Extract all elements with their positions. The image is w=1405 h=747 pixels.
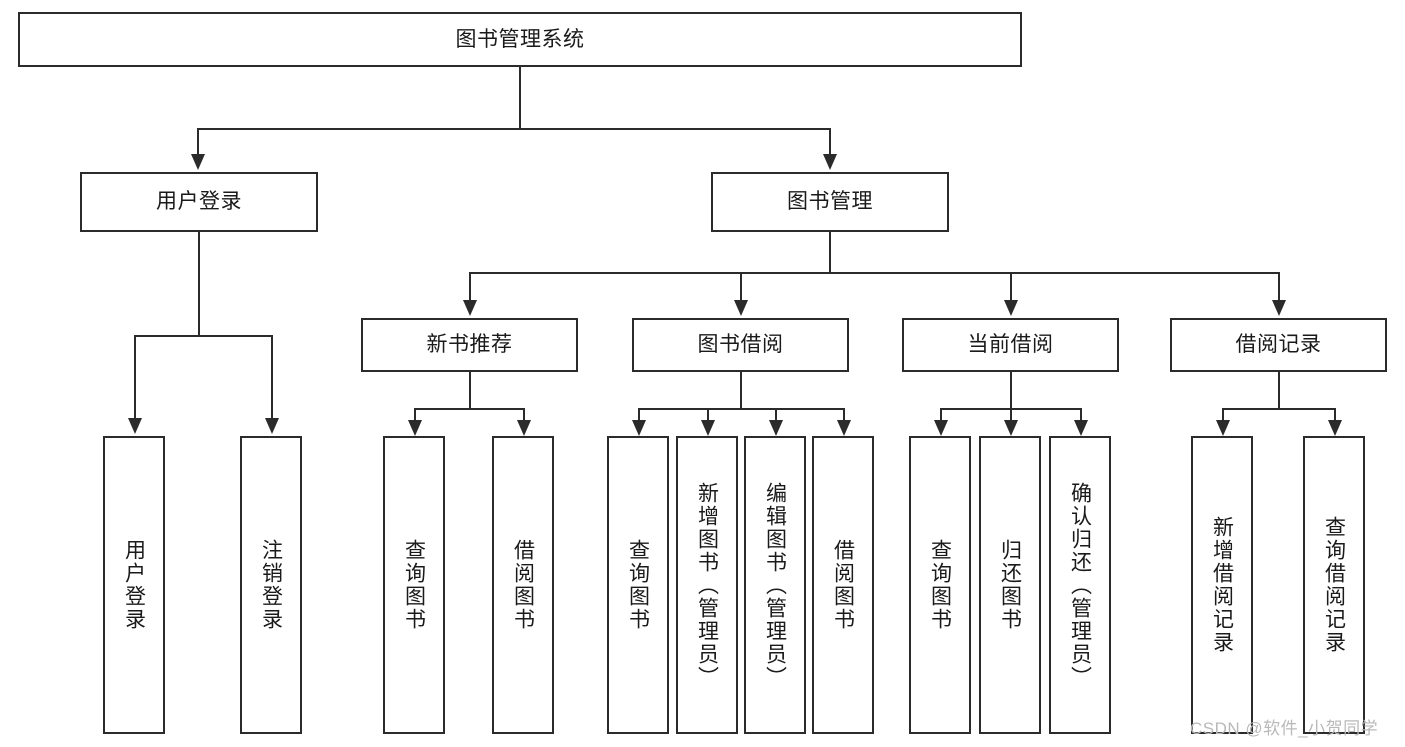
edge-book-borrow-stem bbox=[740, 372, 742, 408]
node-label: 图书借阅 bbox=[697, 333, 784, 357]
node-label: 新增借阅记录 bbox=[1210, 516, 1234, 654]
edge-user-login-stem bbox=[198, 232, 200, 335]
edge-new-book-bar bbox=[414, 408, 524, 410]
edge-user-login-bar bbox=[134, 335, 272, 337]
node-new-book-recommend[interactable]: 新书推荐 bbox=[361, 318, 578, 372]
leaf-current-borrow-2[interactable]: 确认归还（管理员） bbox=[1049, 436, 1111, 734]
edge-borrow-record-to-leaf-0 bbox=[1222, 408, 1224, 422]
leaf-borrow-record-0[interactable]: 新增借阅记录 bbox=[1191, 436, 1253, 734]
arrow-current-borrow-to-leaf-1 bbox=[1004, 420, 1018, 436]
edge-book-borrow-to-leaf-2 bbox=[775, 408, 777, 422]
arrow-borrow-record-to-leaf-1 bbox=[1328, 420, 1342, 436]
node-user-login[interactable]: 用户登录 bbox=[80, 172, 318, 232]
edge-borrow-record-to-leaf-1 bbox=[1334, 408, 1336, 422]
node-root-system[interactable]: 图书管理系统 bbox=[18, 12, 1022, 67]
node-label: 查询图书 bbox=[402, 539, 426, 631]
edge-book-mgmt-to-l3-1 bbox=[740, 272, 742, 302]
leaf-new-book-1[interactable]: 借阅图书 bbox=[492, 436, 554, 734]
arrow-user-login-to-leaf-1 bbox=[265, 418, 279, 434]
arrow-book-borrow-to-leaf-3 bbox=[837, 420, 851, 436]
node-label: 归还图书 bbox=[998, 539, 1022, 631]
arrow-book-mgmt-to-l3-2 bbox=[1004, 300, 1018, 316]
leaf-book-borrow-3[interactable]: 借阅图书 bbox=[812, 436, 874, 734]
arrow-borrow-record-to-leaf-0 bbox=[1216, 420, 1230, 436]
leaf-current-borrow-0[interactable]: 查询图书 bbox=[909, 436, 971, 734]
arrow-current-borrow-to-leaf-2 bbox=[1074, 420, 1088, 436]
edge-book-borrow-to-leaf-0 bbox=[638, 408, 640, 422]
arrow-book-borrow-to-leaf-1 bbox=[701, 420, 715, 436]
edge-new-book-to-leaf-0 bbox=[414, 408, 416, 422]
arrow-new-book-to-leaf-0 bbox=[408, 420, 422, 436]
node-label: 借阅图书 bbox=[831, 539, 855, 631]
leaf-borrow-record-1[interactable]: 查询借阅记录 bbox=[1303, 436, 1365, 734]
edge-current-borrow-to-leaf-0 bbox=[940, 408, 942, 422]
arrow-root-to-book-mgmt bbox=[823, 154, 837, 170]
leaf-new-book-0[interactable]: 查询图书 bbox=[383, 436, 445, 734]
node-label: 编辑图书（管理员） bbox=[763, 481, 787, 689]
leaf-book-borrow-2[interactable]: 编辑图书（管理员） bbox=[744, 436, 806, 734]
node-label: 用户登录 bbox=[122, 539, 146, 631]
node-current-borrow[interactable]: 当前借阅 bbox=[902, 318, 1119, 372]
edge-current-borrow-stem bbox=[1010, 372, 1012, 408]
node-label: 用户登录 bbox=[156, 190, 242, 214]
edge-book-borrow-to-leaf-3 bbox=[843, 408, 845, 422]
edge-borrow-record-stem bbox=[1278, 372, 1280, 408]
arrow-book-mgmt-to-l3-1 bbox=[734, 300, 748, 316]
node-label: 图书管理系统 bbox=[455, 27, 585, 51]
node-label: 借阅记录 bbox=[1235, 333, 1322, 357]
arrow-current-borrow-to-leaf-0 bbox=[934, 420, 948, 436]
arrow-root-to-user-login bbox=[191, 154, 205, 170]
edge-user-login-to-leaf-0 bbox=[134, 335, 136, 420]
edge-book-mgmt-to-l3-3 bbox=[1278, 272, 1280, 302]
edge-root-to-user-login bbox=[197, 128, 199, 156]
node-label: 查询图书 bbox=[928, 539, 952, 631]
edge-book-mgmt-bar bbox=[469, 272, 1279, 274]
node-label: 新增图书（管理员） bbox=[695, 481, 719, 689]
leaf-user-login-1[interactable]: 注销登录 bbox=[240, 436, 302, 734]
edge-book-borrow-bar bbox=[638, 408, 844, 410]
edge-borrow-record-bar bbox=[1222, 408, 1335, 410]
edge-book-borrow-to-leaf-1 bbox=[707, 408, 709, 422]
node-book-borrow[interactable]: 图书借阅 bbox=[632, 318, 849, 372]
edge-root-stem bbox=[519, 67, 521, 128]
edge-book-mgmt-to-l3-2 bbox=[1010, 272, 1012, 302]
arrow-book-borrow-to-leaf-2 bbox=[769, 420, 783, 436]
node-label: 图书管理 bbox=[787, 190, 873, 214]
node-label: 查询图书 bbox=[626, 539, 650, 631]
leaf-user-login-0[interactable]: 用户登录 bbox=[103, 436, 165, 734]
edge-user-login-to-leaf-1 bbox=[271, 335, 273, 420]
edge-book-mgmt-to-l3-0 bbox=[469, 272, 471, 302]
arrow-new-book-to-leaf-1 bbox=[517, 420, 531, 436]
arrow-book-borrow-to-leaf-0 bbox=[632, 420, 646, 436]
node-label: 查询借阅记录 bbox=[1322, 516, 1346, 654]
edge-new-book-stem bbox=[469, 372, 471, 408]
node-borrow-record[interactable]: 借阅记录 bbox=[1170, 318, 1387, 372]
node-label: 确认归还（管理员） bbox=[1068, 481, 1092, 689]
edge-new-book-to-leaf-1 bbox=[523, 408, 525, 422]
node-label: 新书推荐 bbox=[426, 333, 513, 357]
node-label: 注销登录 bbox=[259, 539, 283, 631]
edge-root-bar bbox=[197, 128, 831, 130]
edge-current-borrow-to-leaf-1 bbox=[1010, 408, 1012, 422]
node-book-management[interactable]: 图书管理 bbox=[711, 172, 949, 232]
node-label: 借阅图书 bbox=[511, 539, 535, 631]
arrow-user-login-to-leaf-0 bbox=[128, 418, 142, 434]
node-label: 当前借阅 bbox=[967, 333, 1054, 357]
edge-book-mgmt-stem bbox=[829, 232, 831, 272]
arrow-book-mgmt-to-l3-0 bbox=[463, 300, 477, 316]
arrow-book-mgmt-to-l3-3 bbox=[1272, 300, 1286, 316]
edge-root-to-book-mgmt bbox=[829, 128, 831, 156]
edge-current-borrow-to-leaf-2 bbox=[1080, 408, 1082, 422]
leaf-book-borrow-0[interactable]: 查询图书 bbox=[607, 436, 669, 734]
leaf-current-borrow-1[interactable]: 归还图书 bbox=[979, 436, 1041, 734]
leaf-book-borrow-1[interactable]: 新增图书（管理员） bbox=[676, 436, 738, 734]
